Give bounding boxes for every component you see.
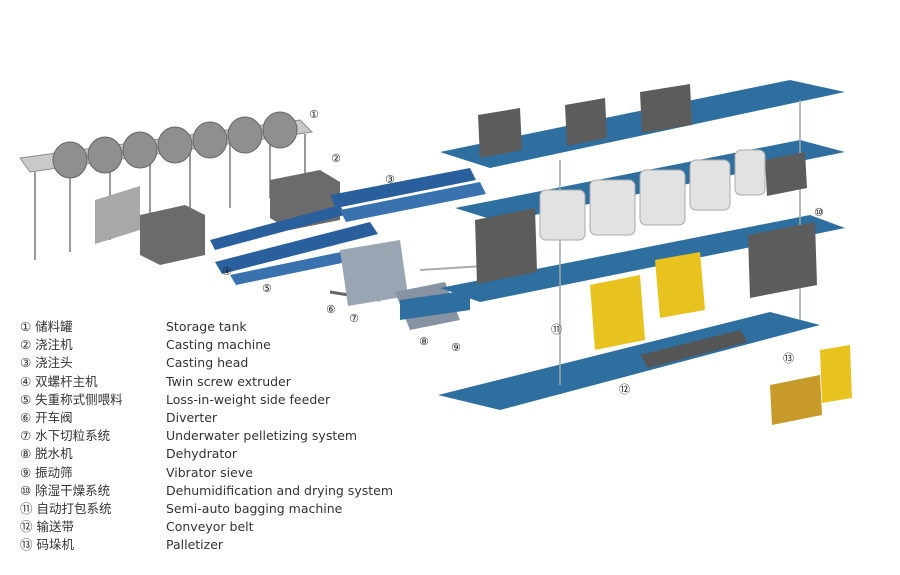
legend-en: Semi-auto bagging machine — [166, 500, 343, 516]
callout-3: ③ — [385, 173, 395, 186]
storage-tank-rack — [19, 111, 314, 260]
callout-1: ① — [309, 108, 319, 121]
legend-row: ⑨ 振动筛 Vibrator sieve — [20, 464, 440, 482]
legend-row: ④ 双螺杆主机 Twin screw extruder — [20, 373, 440, 391]
callout-5: ⑤ — [262, 282, 272, 295]
legend-zh: ⑪ 自动打包系统 — [20, 500, 112, 516]
legend-zh: ⑩ 除湿干燥系统 — [20, 482, 111, 498]
legend-zh: ⑧ 脱水机 — [20, 446, 73, 462]
legend-zh: ② 浇注机 — [20, 337, 73, 353]
legend-en: Dehydrator — [166, 446, 238, 462]
legend-zh: ⑨ 振动筛 — [20, 464, 73, 480]
callout-12: ⑫ — [619, 383, 630, 396]
legend-en: Vibrator sieve — [166, 464, 253, 480]
callout-4: ④ — [222, 265, 232, 278]
legend-en: Palletizer — [166, 537, 224, 553]
legend-row: ⑧ 脱水机 Dehydrator — [20, 445, 440, 463]
legend-en: Loss-in-weight side feeder — [166, 391, 331, 407]
legend-row: ⑪ 自动打包系统 Semi-auto bagging machine — [20, 500, 440, 518]
callout-6: ⑥ — [326, 303, 336, 316]
legend-zh: ④ 双螺杆主机 — [20, 373, 98, 389]
callout-8: ⑧ — [419, 335, 429, 348]
legend-row: ⑩ 除湿干燥系统 Dehumidification and drying syst… — [20, 482, 440, 500]
extruder-lines — [210, 168, 486, 302]
legend-en: Underwater pelletizing system — [166, 428, 358, 444]
callout-2: ② — [331, 152, 341, 165]
legend-row: ③ 浇注头 Casting head — [20, 354, 440, 372]
legend-row: ⑦ 水下切粒系统 Underwater pelletizing system — [20, 427, 440, 445]
legend-row: ⑫ 输送带 Conveyor belt — [20, 518, 440, 536]
legend-en: Diverter — [166, 409, 218, 425]
legend-en: Storage tank — [166, 319, 247, 334]
callout-10: ⑩ — [814, 206, 824, 219]
legend: ① 储料罐 Storage tank ② 浇注机 Casting machine ③… — [20, 318, 440, 554]
legend-zh: ③ 浇注头 — [20, 355, 73, 371]
legend-row: ⑥ 开车阀 Diverter — [20, 409, 440, 427]
legend-en: Conveyor belt — [166, 519, 254, 535]
legend-en: Dehumidification and drying system — [166, 482, 393, 498]
legend-en: Casting machine — [166, 337, 271, 353]
callout-9: ⑨ — [451, 341, 461, 354]
callouts: ① ② ③ ④ ⑤ ⑥ ⑦ ⑧ ⑨ ⑩ ⑪ ⑫ ⑬ — [222, 108, 824, 396]
legend-en: Casting head — [166, 355, 249, 371]
legend-zh: ⑤ 失重称式侧喂料 — [20, 391, 123, 407]
legend-en: Twin screw extruder — [166, 373, 291, 389]
legend-zh: ⑥ 开车阀 — [20, 409, 73, 425]
legend-row: ⑤ 失重称式侧喂料 Loss-in-weight side feeder — [20, 391, 440, 409]
callout-7: ⑦ — [349, 312, 359, 325]
pelletizer-units — [340, 240, 541, 330]
upper-equipment — [475, 84, 852, 425]
legend-row: ② 浇注机 Casting machine — [20, 336, 440, 354]
legend-zh: ① 储料罐 — [20, 319, 73, 334]
legend-zh: ⑫ 输送带 — [20, 519, 74, 535]
legend-zh: ⑬ 码垛机 — [20, 537, 74, 553]
callout-11: ⑪ — [551, 323, 562, 336]
legend-row: ① 储料罐 Storage tank — [20, 318, 440, 336]
legend-zh: ⑦ 水下切粒系统 — [20, 428, 111, 444]
legend-row: ⑬ 码垛机 Palletizer — [20, 536, 440, 554]
callout-13: ⑬ — [783, 352, 794, 365]
